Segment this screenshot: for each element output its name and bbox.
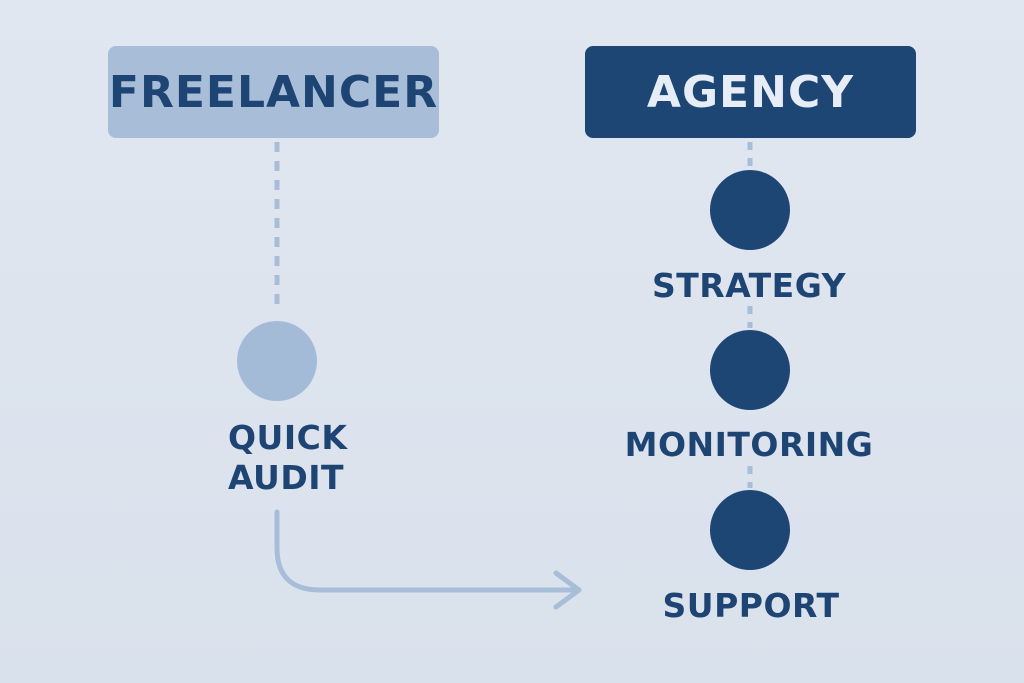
arrow-right-icon bbox=[553, 570, 582, 610]
strategy-label: STRATEGY bbox=[652, 266, 846, 305]
freelancer-title: FREELANCER bbox=[108, 66, 439, 118]
agency-title-box: AGENCY bbox=[585, 46, 916, 138]
monitoring-node bbox=[710, 330, 790, 410]
support-label: SUPPORT bbox=[662, 586, 840, 625]
strategy-node bbox=[710, 170, 790, 250]
support-node bbox=[710, 490, 790, 570]
agency-title: AGENCY bbox=[646, 66, 855, 118]
quick-audit-label: QUICK AUDIT bbox=[228, 418, 347, 498]
freelancer-title-box: FREELANCER bbox=[108, 46, 439, 138]
quick-audit-label-line2: AUDIT bbox=[228, 458, 345, 497]
monitoring-label: MONITORING bbox=[624, 425, 874, 464]
quick-audit-label-line1: QUICK bbox=[228, 418, 348, 457]
transition-arrow-path bbox=[274, 509, 579, 593]
quick-audit-node bbox=[237, 321, 317, 401]
